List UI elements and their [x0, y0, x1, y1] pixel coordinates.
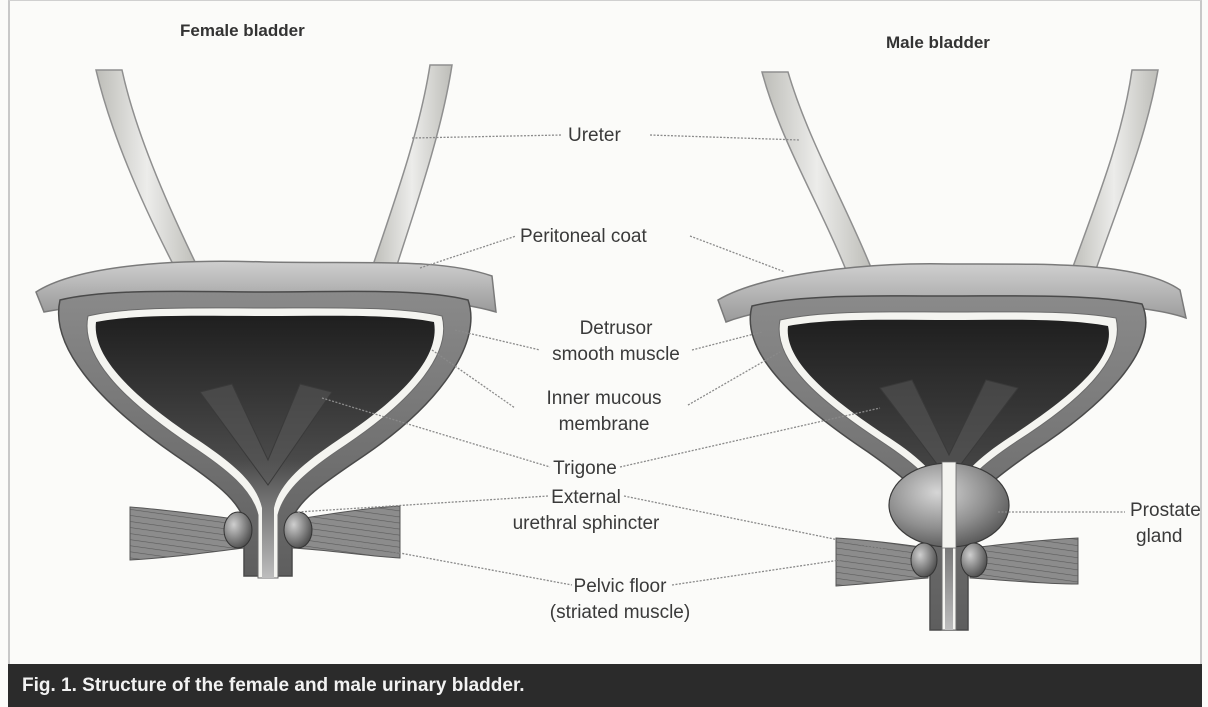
caption-bar: Fig. 1. Structure of the female and male… [8, 664, 1202, 707]
label-pelvic-floor-line2: (striated muscle) [550, 602, 690, 623]
leader-ureter-male [650, 135, 800, 140]
female-bladder [36, 65, 496, 578]
label-inner-mucous-line1: Inner mucous [546, 388, 661, 409]
leader-pelvic-male [672, 560, 840, 585]
male-sphincter-left [911, 543, 937, 577]
male-bladder [718, 70, 1186, 630]
label-prostate-line1: Prostate [1130, 500, 1201, 521]
label-prostate-line2: gland [1136, 526, 1183, 547]
leader-peritoneal-female [420, 236, 516, 268]
female-ureter-right [372, 65, 452, 268]
leader-detrusor-male [692, 332, 762, 350]
leader-sphincter-male [624, 496, 912, 555]
label-trigone: Trigone [553, 458, 617, 479]
label-external-sphincter-line2: urethral sphincter [513, 513, 660, 534]
bladder-diagram: Female bladder Male bladder Ureter Perit… [0, 0, 1208, 664]
male-ureter-left [762, 72, 872, 270]
label-ureter: Ureter [568, 125, 621, 146]
figure-caption: Fig. 1. Structure of the female and male… [22, 675, 525, 697]
leader-peritoneal-male [690, 236, 785, 272]
male-urethra-through-prostate [942, 462, 956, 548]
label-peritoneal-coat: Peritoneal coat [520, 226, 647, 247]
leader-pelvic-female [330, 540, 572, 585]
label-inner-mucous-line2: membrane [559, 414, 650, 435]
label-detrusor-line2: smooth muscle [552, 344, 680, 365]
label-external-sphincter-line1: External [551, 487, 621, 508]
male-ureter-right [1070, 70, 1158, 275]
female-bladder-title: Female bladder [180, 21, 305, 40]
male-bladder-title: Male bladder [886, 33, 990, 52]
label-detrusor-line1: Detrusor [580, 318, 654, 339]
female-sphincter-left [224, 512, 252, 548]
female-ureter-left [96, 70, 198, 268]
female-sphincter-right [284, 512, 312, 548]
male-sphincter-right [961, 543, 987, 577]
leader-sphincter-female [298, 496, 548, 512]
label-pelvic-floor-line1: Pelvic floor [574, 576, 668, 597]
